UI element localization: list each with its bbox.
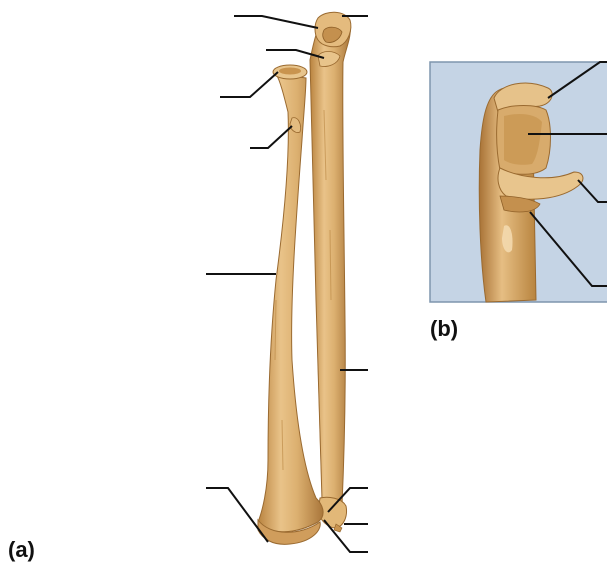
panel-label-b: (b) (430, 318, 458, 340)
panel-label-a: (a) (8, 539, 35, 561)
leader-line-olecranon (234, 16, 318, 28)
panel-a-artwork (258, 12, 351, 544)
leader-line-radius-head (220, 72, 278, 97)
leader-line-radial-styloid (206, 488, 268, 542)
radius-head-fovea (279, 68, 301, 75)
leader-line-radial-tuberosity (250, 126, 292, 148)
